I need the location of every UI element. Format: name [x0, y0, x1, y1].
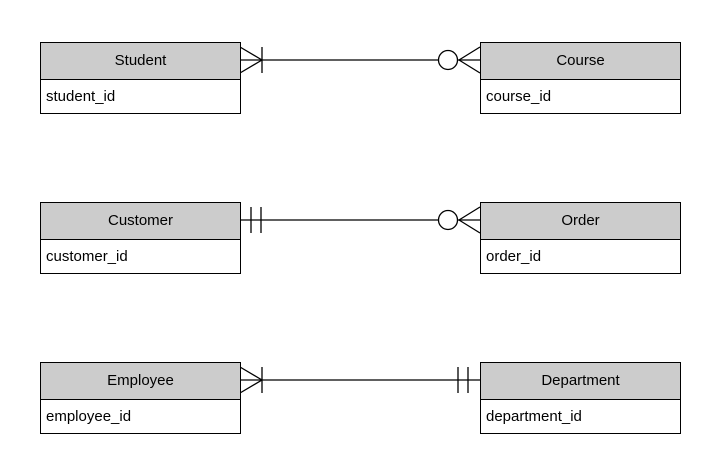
entity-department-attribute: department_id [481, 400, 680, 433]
entity-order[interactable]: Order order_id [480, 202, 681, 274]
entity-customer-attribute: customer_id [41, 240, 240, 273]
cardinality-zero-or-many-icon [437, 206, 481, 234]
entity-student-attribute: student_id [41, 80, 240, 113]
relationship-student-course[interactable] [239, 46, 481, 74]
cardinality-one-or-many-icon [239, 46, 263, 74]
cardinality-exactly-one-icon [457, 367, 469, 393]
cardinality-zero-or-many-icon [437, 46, 481, 74]
relationship-customer-order[interactable] [240, 206, 481, 234]
entity-course-name: Course [481, 43, 680, 80]
entity-employee[interactable]: Employee employee_id [40, 362, 241, 434]
entity-student[interactable]: Student student_id [40, 42, 241, 114]
entity-student-name: Student [41, 43, 240, 80]
entity-employee-name: Employee [41, 363, 240, 400]
entity-department[interactable]: Department department_id [480, 362, 681, 434]
relationship-employee-department[interactable] [239, 366, 480, 394]
entity-customer[interactable]: Customer customer_id [40, 202, 241, 274]
cardinality-one-or-many-icon [239, 366, 263, 394]
entity-order-attribute: order_id [481, 240, 680, 273]
entity-order-name: Order [481, 203, 680, 240]
entity-customer-name: Customer [41, 203, 240, 240]
entity-course-attribute: course_id [481, 80, 680, 113]
entity-employee-attribute: employee_id [41, 400, 240, 433]
entity-department-name: Department [481, 363, 680, 400]
entity-course[interactable]: Course course_id [480, 42, 681, 114]
cardinality-exactly-one-icon [250, 207, 262, 233]
